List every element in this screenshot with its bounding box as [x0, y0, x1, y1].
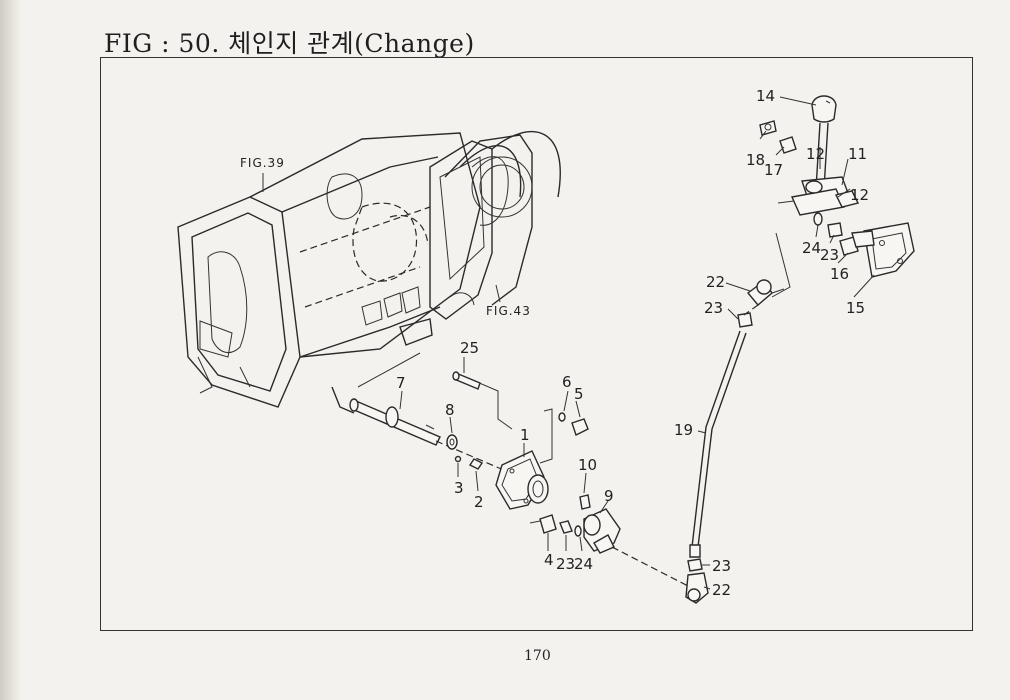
callout-7: 7	[396, 374, 406, 392]
shift-rod-7	[349, 398, 441, 446]
bolt-4	[529, 514, 557, 534]
callout-11: 11	[848, 145, 867, 163]
callout-22-upper: 22	[706, 273, 725, 291]
washer-6	[558, 412, 566, 422]
bolt-5	[571, 418, 589, 436]
washer-24-upper	[813, 212, 823, 226]
callout-1: 1	[520, 426, 530, 444]
callout-labels: 25 7 8 1 6 5 10 9 3 2 4 23 24 19 23 22 2…	[396, 87, 869, 599]
figure-title: FIG : 50. 체인지 관계(Change)	[104, 29, 475, 58]
callout-9: 9	[604, 487, 614, 505]
page-binding-shadow	[0, 0, 22, 700]
callout-23-bracket: 23	[820, 246, 839, 264]
seal-18	[759, 120, 777, 136]
nut-23-rod-lower	[687, 558, 703, 572]
callout-10: 10	[578, 456, 597, 474]
callout-6: 6	[562, 373, 572, 391]
callout-4: 4	[544, 551, 554, 569]
bracket-15	[851, 222, 915, 278]
callout-3: 3	[454, 479, 464, 497]
callout-8: 8	[445, 401, 455, 419]
callout-16: 16	[830, 265, 849, 283]
transmission-housing	[177, 131, 561, 414]
seal-8	[446, 434, 458, 450]
callout-25: 25	[460, 339, 479, 357]
callout-23-lower: 23	[556, 555, 575, 573]
nut-23-lower	[559, 520, 573, 534]
washer-24-lower	[574, 525, 582, 537]
leader-lines	[399, 96, 875, 590]
fig-43-reference: FIG.43	[486, 304, 531, 318]
nut-23-bracket	[827, 222, 843, 238]
shift-knob-14	[811, 95, 837, 123]
nut-23-upper	[737, 312, 753, 328]
callout-17: 17	[764, 161, 783, 179]
lever-bracket	[790, 176, 860, 216]
exploded-parts-diagram: FIG.39 FIG.43	[177, 87, 915, 604]
bolt-16	[839, 236, 859, 256]
callout-2: 2	[474, 493, 484, 511]
ball-joint-22-lower	[685, 572, 709, 604]
callout-23-rod-lower: 23	[712, 557, 731, 575]
callout-22-lower: 22	[712, 581, 731, 599]
callout-14: 14	[756, 87, 775, 105]
boot-17	[779, 136, 797, 154]
callout-24-lower: 24	[574, 555, 593, 573]
callout-12-side: 12	[850, 186, 869, 204]
page-number: 170	[524, 648, 551, 664]
callout-19: 19	[674, 421, 693, 439]
control-rod-19	[689, 330, 747, 558]
fig-39-reference: FIG.39	[240, 156, 285, 170]
ball-3	[454, 455, 462, 463]
bolt-10	[579, 494, 591, 510]
callout-18: 18	[746, 151, 765, 169]
callout-23-upper: 23	[704, 299, 723, 317]
lever-9	[583, 508, 621, 554]
ball-joint-22-upper	[746, 279, 785, 306]
callout-5: 5	[574, 385, 584, 403]
diagram-frame	[100, 57, 973, 631]
callout-15: 15	[846, 299, 865, 317]
callout-12-top: 12	[806, 145, 825, 163]
pin-25	[452, 371, 481, 390]
pin-2	[468, 458, 484, 470]
shift-cover-1	[495, 450, 549, 510]
callout-24-upper: 24	[802, 239, 821, 257]
